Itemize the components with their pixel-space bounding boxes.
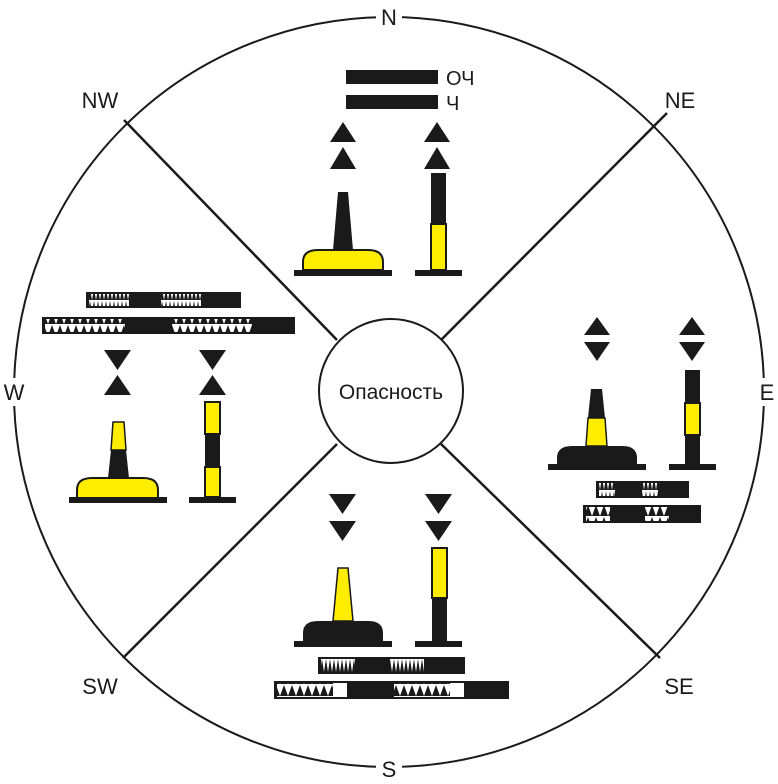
sw-divider-line	[122, 443, 338, 659]
west-topmark-spar	[199, 350, 226, 395]
east-buoy	[548, 389, 646, 470]
south-light-bars	[274, 657, 509, 699]
east-spar	[669, 370, 716, 470]
compass-label-n: N	[381, 5, 397, 30]
nw-divider-line	[123, 119, 338, 341]
north-topmark-buoy	[330, 122, 356, 169]
north-light-legend: ОЧ Ч	[346, 68, 474, 115]
compass-label-e: E	[760, 380, 775, 405]
north-buoy	[294, 192, 392, 276]
compass-label-nw: NW	[82, 88, 119, 113]
danger-label: Опасность	[339, 381, 443, 404]
east-topmark-buoy	[584, 317, 610, 361]
west-buoy	[69, 421, 167, 503]
south-spar	[415, 547, 462, 647]
compass-label-se: SE	[664, 674, 693, 699]
se-divider-line	[440, 443, 661, 659]
south-buoy	[294, 567, 392, 647]
quick-label: Ч	[446, 93, 459, 115]
east-light-bars	[583, 481, 701, 523]
south-topmark-buoy	[329, 494, 356, 541]
east-topmark-spar	[679, 317, 705, 361]
ne-divider-line	[440, 112, 668, 341]
danger-circle	[318, 318, 464, 464]
compass-label-s: S	[382, 757, 397, 782]
west-spar	[189, 401, 236, 503]
compass-label-ne: NE	[665, 88, 696, 113]
north-spar	[415, 173, 462, 276]
very-quick-label: ОЧ	[446, 68, 474, 90]
compass-label-w: W	[4, 380, 25, 405]
north-topmark-spar	[424, 122, 450, 169]
west-topmark-buoy	[104, 350, 131, 395]
compass-label-sw: SW	[82, 674, 118, 699]
west-light-bars	[42, 292, 295, 334]
south-topmark-spar	[425, 494, 452, 541]
